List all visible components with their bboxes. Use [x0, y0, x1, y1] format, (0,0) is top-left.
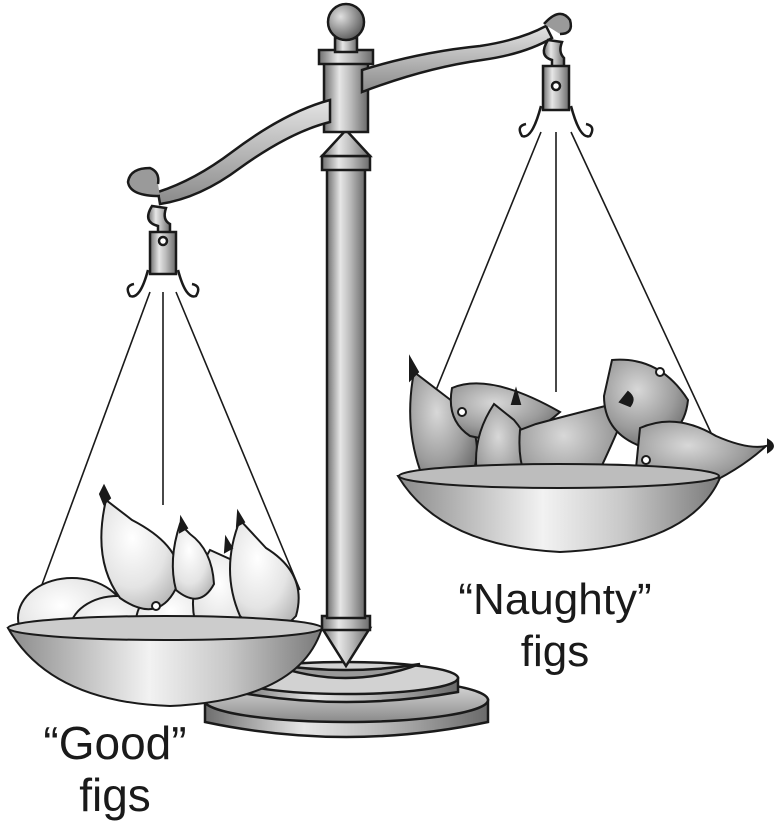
naughty-figs-caption: “Naughty” figs — [430, 578, 680, 674]
scale-column — [319, 38, 373, 666]
naughty-figs-line2: figs — [430, 630, 680, 674]
good-figs-line2: figs — [20, 772, 210, 818]
top-finial-knob — [328, 4, 364, 40]
right-hanger — [520, 40, 593, 136]
left-hanger — [128, 206, 199, 296]
right-pan-naughty-figs — [398, 358, 773, 552]
naughty-figs-line1: “Naughty” — [430, 578, 680, 622]
left-pan-good-figs — [8, 486, 322, 706]
good-figs-line1: “Good” — [20, 720, 210, 766]
good-figs-caption: “Good” figs — [20, 720, 210, 818]
